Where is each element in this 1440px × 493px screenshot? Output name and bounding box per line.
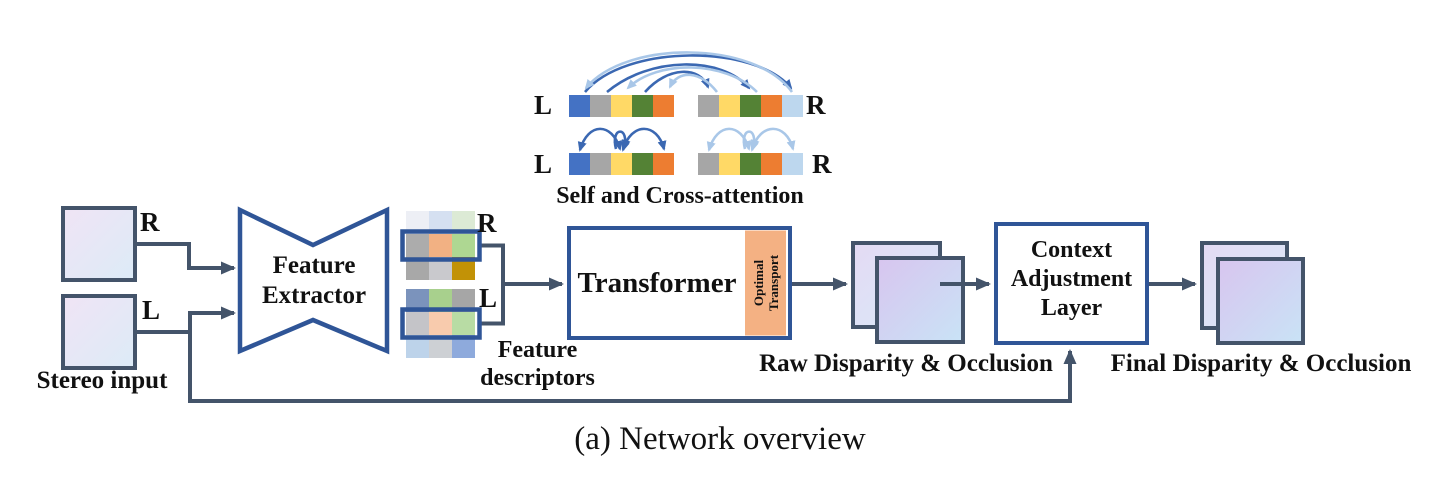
token-cell: [569, 95, 590, 117]
optimal-transport-line2: Transport: [766, 254, 781, 312]
self-arc-dark-2: [620, 127, 667, 152]
cross-attention-arcs: [584, 51, 794, 93]
wire-skip-connection: [188, 332, 1077, 403]
descriptor-cell: [406, 335, 429, 358]
stereo-input-caption: Stereo input: [36, 367, 168, 394]
wire-right-to-extractor: [135, 242, 236, 275]
self-arc-light-loop: [742, 130, 760, 150]
descriptor-left-label: L: [479, 283, 498, 313]
context-adjustment-box: [994, 222, 1149, 345]
token-cell: [698, 153, 719, 175]
token-cell: [761, 95, 782, 117]
descriptor-cell: [429, 289, 452, 312]
token-cell: [761, 153, 782, 175]
descriptor-cell: [452, 257, 475, 280]
descriptor-cell: [406, 312, 429, 335]
token-cell: [611, 95, 632, 117]
raw-disparity-caption: Raw Disparity & Occlusion: [759, 350, 1053, 377]
attention-caption: Self and Cross-attention: [556, 183, 804, 209]
cross-arc-light-mid: [626, 66, 758, 93]
raw-disparity-front-map: [875, 256, 965, 344]
optimal-transport-strip: [745, 230, 786, 336]
attention-cross-right-label: R: [806, 90, 826, 120]
descriptor-cell: [429, 211, 452, 234]
descriptor-cell: [452, 335, 475, 358]
token-cell: [632, 95, 653, 117]
descriptor-cell: [429, 335, 452, 358]
cross-arc-light-short: [668, 73, 719, 93]
attention-self-right-label: R: [812, 149, 832, 179]
descriptor-cell: [452, 289, 475, 312]
final-disparity-caption: Final Disparity & Occlusion: [1110, 350, 1412, 377]
feature-descriptors-caption: Feature descriptors: [455, 336, 620, 392]
token-cell: [569, 153, 590, 175]
wires: [135, 242, 1197, 403]
context-adjustment-line2: Adjustment: [1010, 266, 1133, 292]
token-cell: [782, 153, 803, 175]
stereo-left-label: L: [142, 295, 161, 325]
token-cell: [740, 95, 761, 117]
figure-caption: (a) Network overview: [574, 421, 866, 457]
descriptor-cell: [452, 234, 475, 257]
token-cell: [719, 153, 740, 175]
descriptor-cell: [406, 289, 429, 312]
final-disparity-front-map: [1216, 257, 1305, 345]
descriptor-cell: [429, 234, 452, 257]
feature-extractor-box: [237, 206, 390, 355]
token-cell: [719, 95, 740, 117]
stereo-left-image: [61, 294, 137, 370]
token-cell: [782, 95, 803, 117]
descriptor-cell: [452, 312, 475, 335]
token-cell: [611, 153, 632, 175]
optimal-transport-line1: Optimal: [751, 259, 766, 307]
stereo-right-label: R: [140, 207, 160, 237]
feature-extractor-label-line1: Feature: [272, 252, 356, 279]
self-arc-dark-1: [577, 127, 623, 152]
context-adjustment-line1: Context: [1030, 237, 1113, 263]
self-attention-left-strip: [569, 153, 674, 175]
feature-extractor-label-line2: Extractor: [261, 282, 367, 309]
descriptor-cell: [406, 257, 429, 280]
self-attention-arcs: [577, 127, 796, 152]
feature-descriptors-caption-line1: Feature: [497, 337, 578, 363]
context-adjustment-label: Context Adjustment Layer: [996, 236, 1147, 323]
self-arc-light-2: [749, 127, 796, 152]
cross-attention-left-strip: [569, 95, 674, 117]
optimal-transport-label: Optimal Transport: [716, 233, 816, 333]
cross-arc-dark-short: [644, 70, 710, 93]
descriptor-cell: [452, 211, 475, 234]
descriptor-right-highlight: [400, 229, 482, 262]
stereo-right-image: [61, 206, 137, 282]
descriptor-right-label: R: [477, 208, 497, 238]
descriptor-cell: [406, 211, 429, 234]
token-cell: [653, 95, 674, 117]
token-cell: [740, 153, 761, 175]
token-cell: [698, 95, 719, 117]
token-cell: [632, 153, 653, 175]
descriptor-cell: [429, 312, 452, 335]
feature-descriptors-caption-line2: descriptors: [480, 365, 595, 391]
wire-left-to-extractor: [135, 306, 236, 334]
attention-cross-left-label: L: [534, 90, 553, 120]
descriptor-left-highlight: [400, 307, 482, 340]
token-cell: [590, 153, 611, 175]
descriptor-cell: [406, 234, 429, 257]
context-adjustment-line3: Layer: [1040, 295, 1103, 321]
descriptor-right-group: [400, 211, 482, 280]
attention-self-left-label: L: [534, 149, 553, 179]
self-attention-right-strip: [698, 153, 803, 175]
feature-extractor-label: Feature Extractor: [243, 251, 385, 311]
token-cell: [590, 95, 611, 117]
descriptor-cell: [429, 257, 452, 280]
transformer-label: Transformer: [577, 267, 737, 299]
cross-attention-right-strip: [698, 95, 803, 117]
descriptor-left-group: [400, 289, 482, 358]
self-arc-dark-loop: [613, 130, 631, 150]
token-cell: [653, 153, 674, 175]
cross-arc-light-long: [584, 51, 794, 93]
self-arc-light-1: [706, 127, 752, 152]
